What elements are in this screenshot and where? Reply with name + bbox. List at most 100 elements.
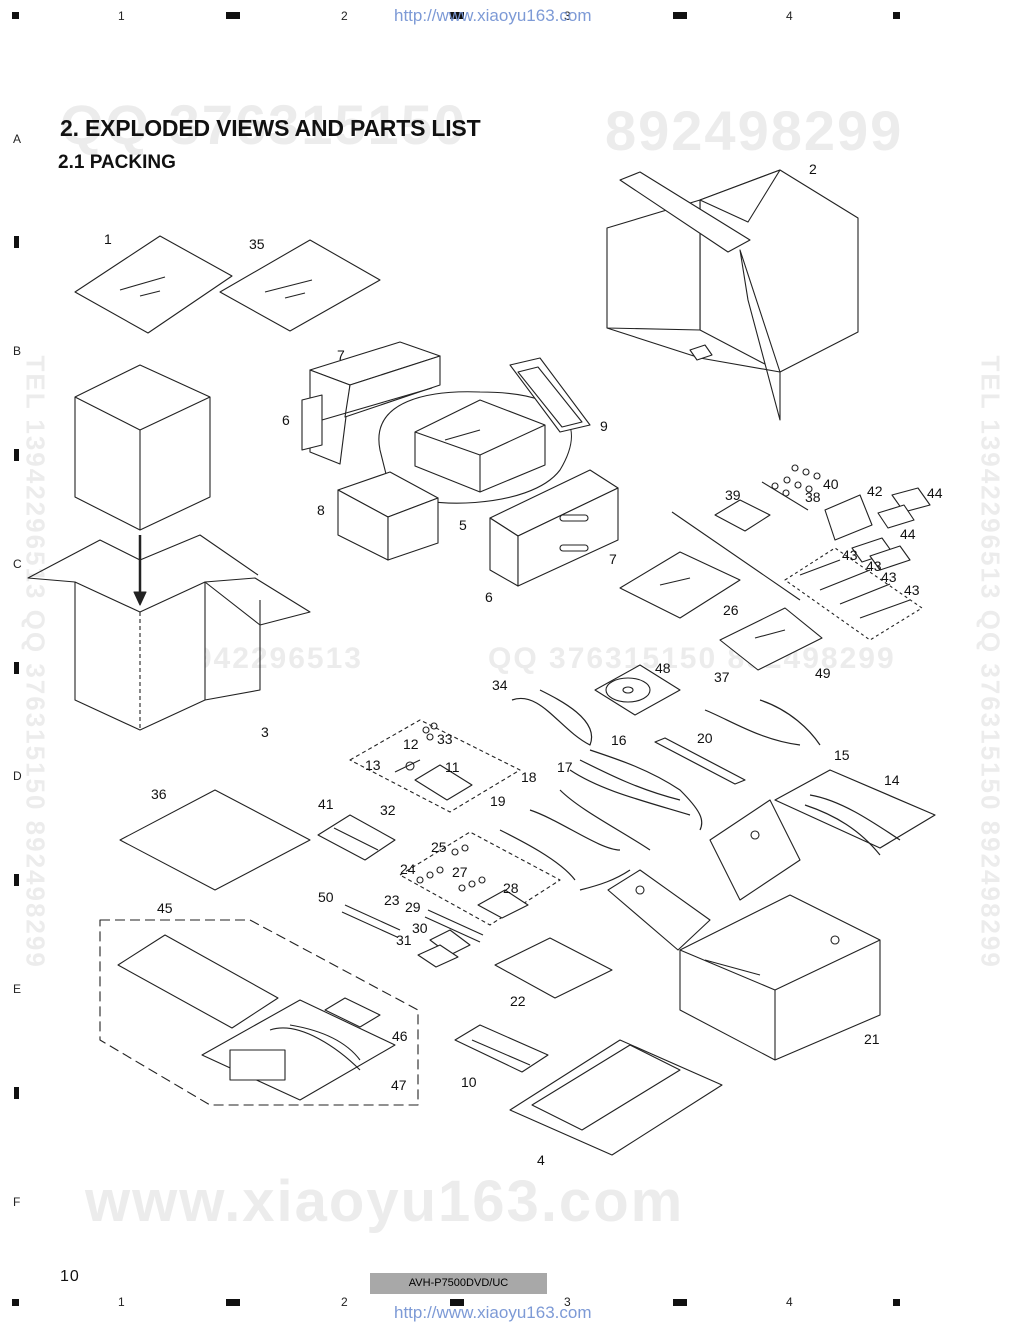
callout-44: 44 <box>927 485 943 501</box>
callout-1: 1 <box>104 231 112 247</box>
pad-set-lower <box>489 469 619 587</box>
callout-42: 42 <box>867 483 883 499</box>
callout-2: 2 <box>809 161 817 177</box>
col-number: 4 <box>786 9 793 23</box>
callout-43: 43 <box>866 558 882 574</box>
callout-7: 7 <box>609 551 617 567</box>
corner-mark <box>12 12 19 19</box>
callout-30: 30 <box>412 920 428 936</box>
watermark-number: 892498299 <box>605 99 904 162</box>
col-number: 1 <box>118 9 125 23</box>
row-mark <box>14 1087 19 1099</box>
section-title: 2. EXPLODED VIEWS AND PARTS LIST <box>60 115 481 141</box>
bag-36 <box>119 789 311 891</box>
callout-8: 8 <box>317 502 325 518</box>
accessory-group-45 <box>99 919 419 1106</box>
callout-43: 43 <box>904 582 920 598</box>
callout-39: 39 <box>725 487 741 503</box>
callout-19: 19 <box>490 793 506 809</box>
manual-4 <box>509 1039 723 1156</box>
callout-6: 6 <box>282 412 290 428</box>
col-mark <box>450 1299 464 1306</box>
row-label: B <box>13 344 22 358</box>
accessory-group-23 <box>399 831 561 926</box>
bracket-group-43 <box>784 547 923 641</box>
callout-18: 18 <box>521 769 537 785</box>
callout-32: 32 <box>380 802 396 818</box>
col-number: 2 <box>341 1295 348 1309</box>
row-mark <box>14 874 19 886</box>
callout-7: 7 <box>337 347 345 363</box>
row-label: D <box>13 769 22 783</box>
watermark-url-bottom[interactable]: http://www.xiaoyu163.com <box>394 1303 592 1322</box>
callout-35: 35 <box>249 236 265 252</box>
col-number: 3 <box>564 9 571 23</box>
brackets-42-44 <box>824 487 931 571</box>
callout-48: 48 <box>655 660 671 676</box>
col-number: 4 <box>786 1295 793 1309</box>
corner-mark <box>893 1299 900 1306</box>
callout-43: 43 <box>881 569 897 585</box>
callout-49: 49 <box>815 665 831 681</box>
callout-24: 24 <box>400 861 416 877</box>
callout-28: 28 <box>503 880 519 896</box>
callout-41: 41 <box>318 796 334 812</box>
callout-4: 4 <box>537 1152 545 1168</box>
callout-46: 46 <box>392 1028 408 1044</box>
callout-15: 15 <box>834 747 850 763</box>
outer-carton-2 <box>606 169 859 421</box>
callout-47: 47 <box>391 1077 407 1093</box>
section-subtitle: 2.1 PACKING <box>58 152 176 173</box>
remote-10 <box>454 1024 549 1073</box>
callout-10: 10 <box>461 1074 477 1090</box>
disc-48 <box>594 664 681 716</box>
callout-22: 22 <box>510 993 526 1009</box>
callout-37: 37 <box>714 669 730 685</box>
col-mark <box>226 12 240 19</box>
callout-38: 38 <box>805 489 821 505</box>
bag-26 <box>619 551 741 619</box>
callout-43: 43 <box>842 547 858 563</box>
callout-27: 27 <box>452 864 468 880</box>
corner-mark <box>12 1299 19 1306</box>
col-mark <box>673 12 687 19</box>
callout-33: 33 <box>437 731 453 747</box>
callout-34: 34 <box>492 677 508 693</box>
pad-set-upper <box>301 341 441 465</box>
poly-bag-1 <box>74 235 233 334</box>
callout-29: 29 <box>405 899 421 915</box>
callout-23: 23 <box>384 892 400 908</box>
model-label: AVH-P7500DVD/UC <box>370 1273 547 1294</box>
callout-12: 12 <box>403 736 419 752</box>
callout-36: 36 <box>151 786 167 802</box>
watermark-url-top[interactable]: http://www.xiaoyu163.com <box>394 6 592 25</box>
callout-31: 31 <box>396 932 412 948</box>
callout-14: 14 <box>884 772 900 788</box>
carton-3 <box>27 364 311 731</box>
row-label: E <box>13 982 22 996</box>
callout-50: 50 <box>318 889 334 905</box>
front-frame-9 <box>509 357 591 433</box>
callout-17: 17 <box>557 759 573 775</box>
callout-3: 3 <box>261 724 269 740</box>
callout-6: 6 <box>485 589 493 605</box>
cables <box>499 689 936 891</box>
col-number: 2 <box>341 9 348 23</box>
callout-13: 13 <box>365 757 381 773</box>
row-mark <box>14 236 19 248</box>
row-label: F <box>13 1195 21 1209</box>
col-mark <box>673 1299 687 1306</box>
corner-mark <box>893 12 900 19</box>
tape-41 <box>317 814 396 861</box>
poly-bag-35 <box>219 239 381 332</box>
page-number: 10 <box>60 1268 80 1285</box>
callout-26: 26 <box>723 602 739 618</box>
callout-45: 45 <box>157 900 173 916</box>
row-mark <box>14 449 19 461</box>
callout-44: 44 <box>900 526 916 542</box>
bag-22 <box>494 937 613 999</box>
col-mark <box>450 12 464 19</box>
callout-40: 40 <box>823 476 839 492</box>
pad-8 <box>337 471 439 561</box>
